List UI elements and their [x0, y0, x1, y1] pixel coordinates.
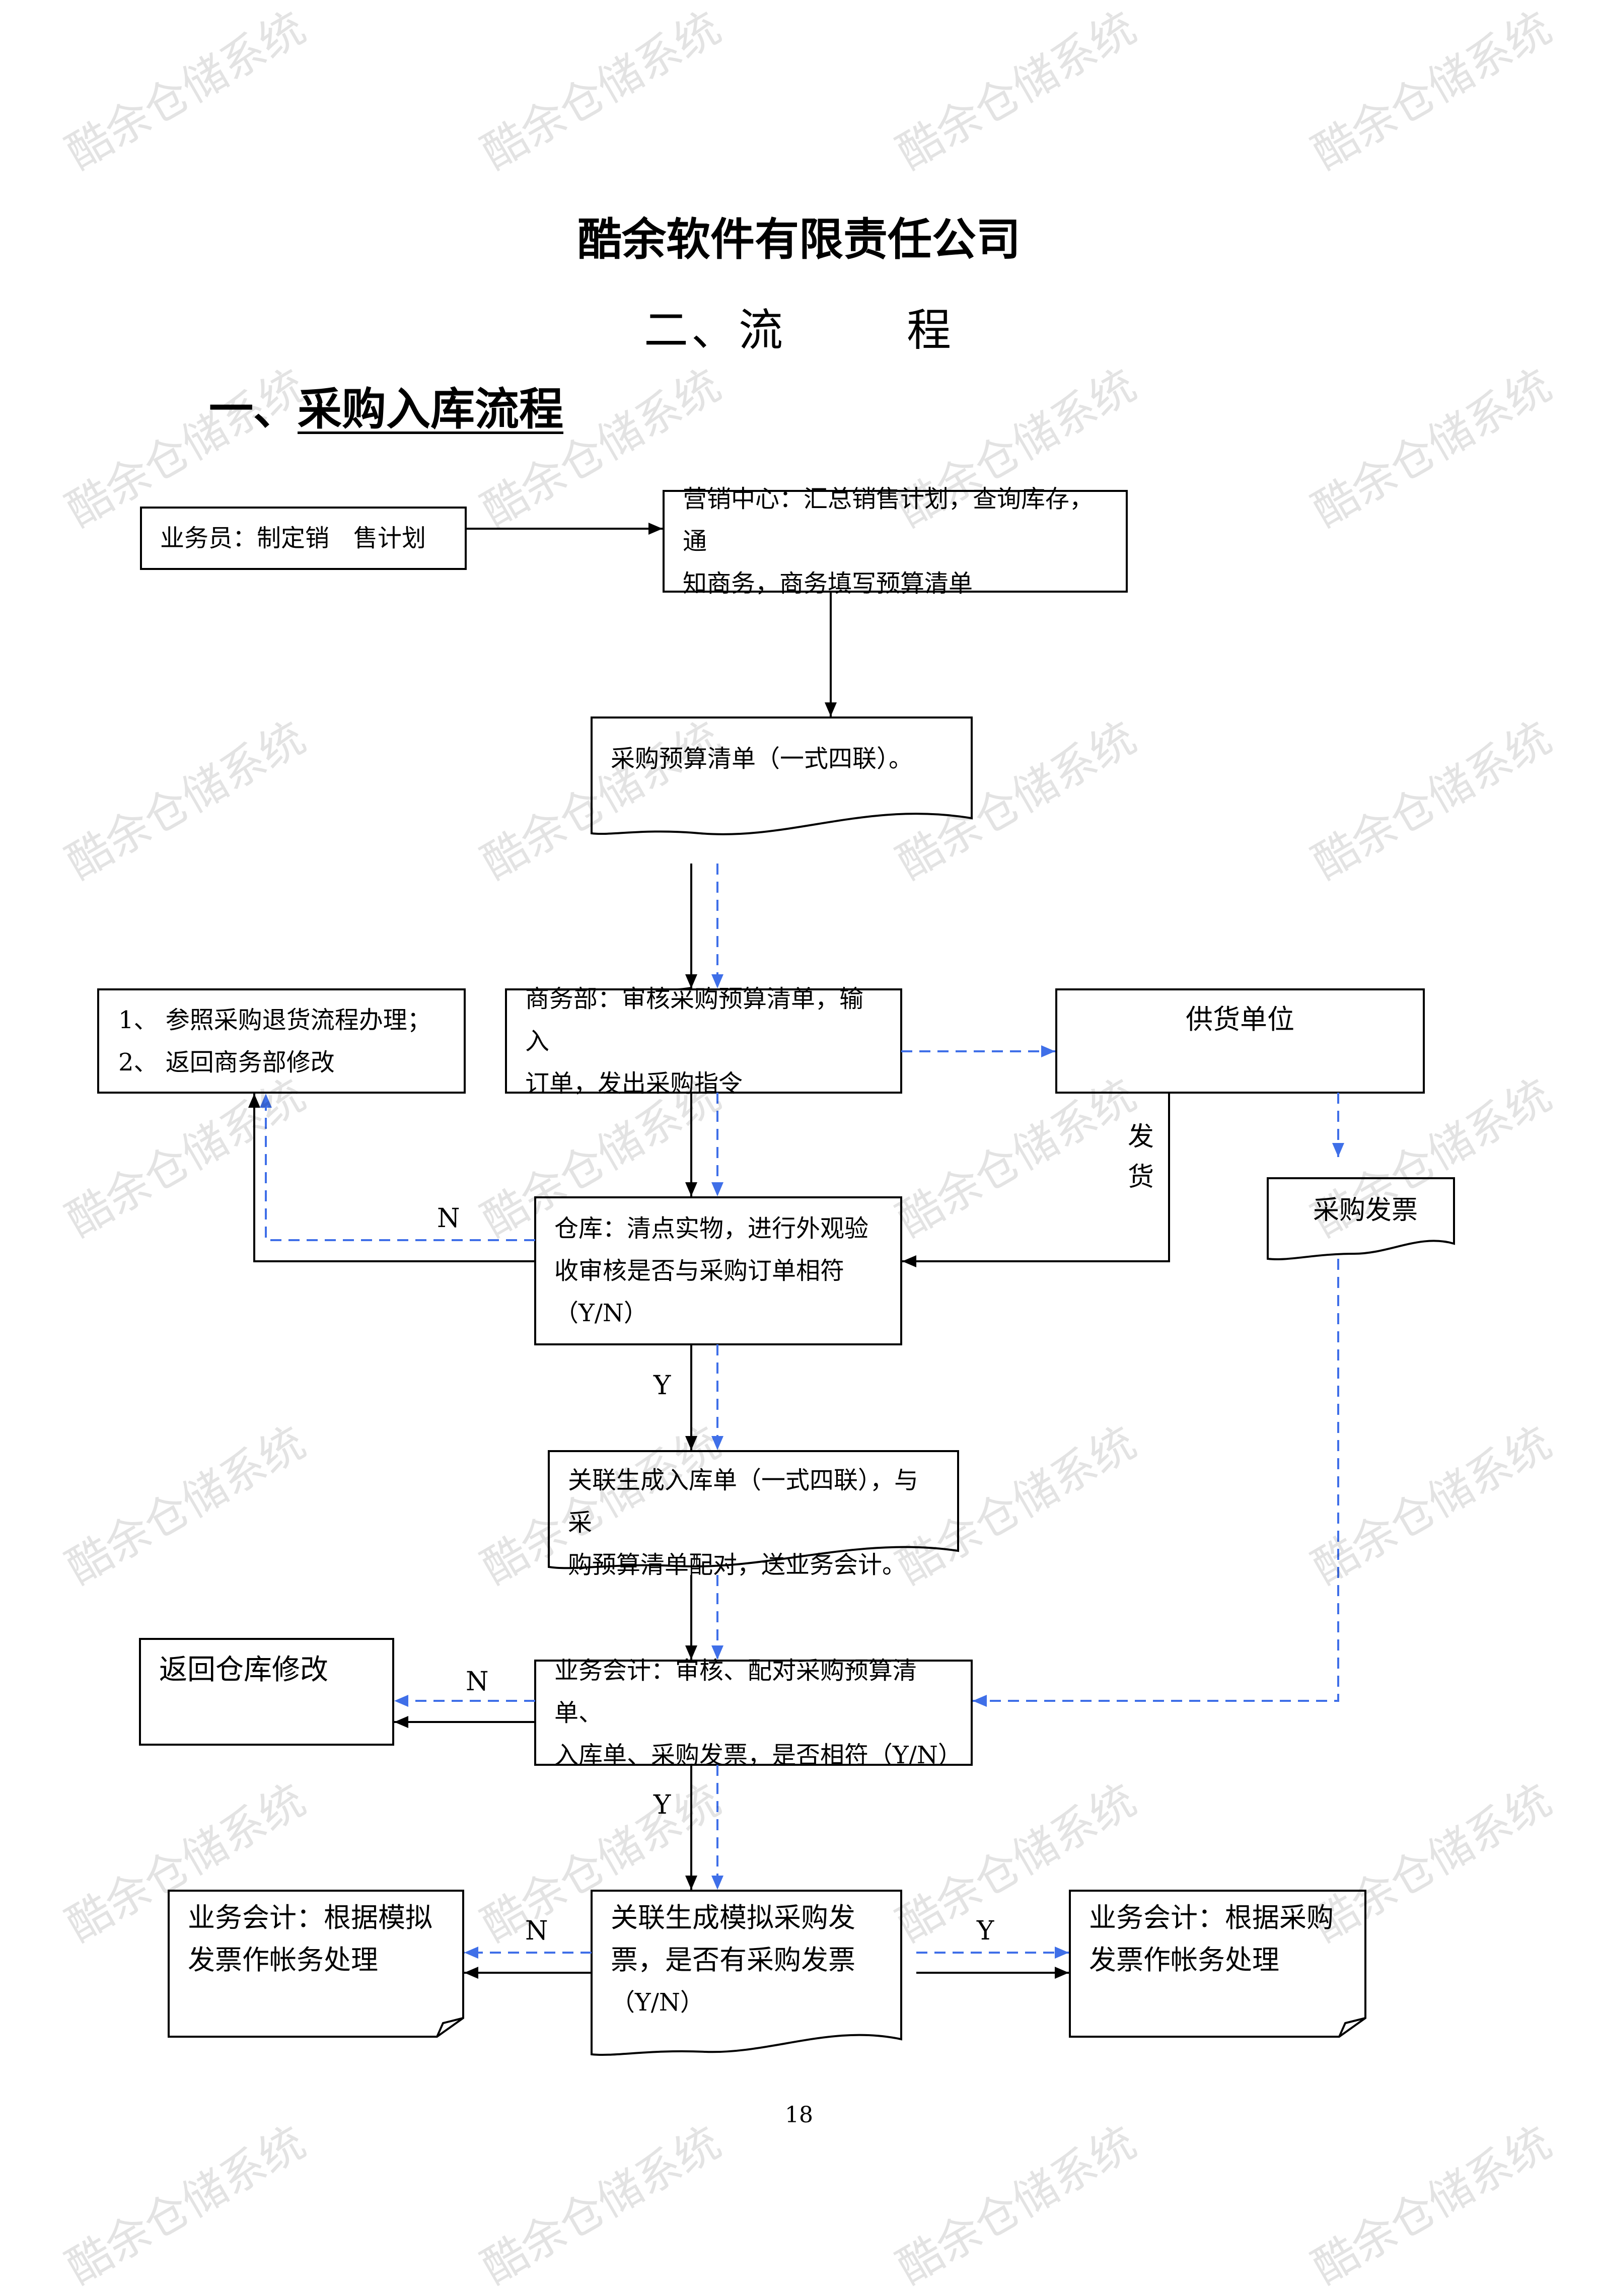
label-accountant-yes: Y [653, 1790, 671, 1820]
delivery-label-1: 发 [1128, 1122, 1154, 1152]
warehouse-text-line1: 仓库：清点实物，进行外观验 [554, 1214, 869, 1243]
subtitle-left: 二、流 [643, 304, 786, 356]
return-option-1: 1、 参照采购退货流程办理； [118, 1006, 431, 1034]
marketing-box-shape [663, 490, 1128, 593]
simulate-doc-shape [591, 1890, 902, 2056]
commerce-text-line2: 订单，发出采购指令 [525, 1069, 743, 1098]
salesman-box: 业务员：制定销 售计划 [141, 508, 466, 569]
marketing-text-line2: 知商务，商务填写预算清单 [683, 569, 973, 598]
return-options-box: 1、 参照采购退货流程办理； 2、 返回商务部修改 [98, 989, 465, 1093]
accountant-box-shape [534, 1660, 973, 1766]
purchase-invoice-text: 采购发票 [1313, 1195, 1418, 1226]
subtitle-right: 程 [907, 304, 955, 356]
arrow-supplier-delivery-to-warehouse [902, 1093, 1170, 1267]
invoice-doc-shape [1267, 1177, 1455, 1261]
simulate-text-line1: 关联生成模拟采购发 [611, 1902, 855, 1933]
return-warehouse-box: 返回仓库修改 [140, 1639, 393, 1745]
dashed-warehouse-no-to-return [260, 1094, 535, 1241]
page-number: 18 [785, 2102, 813, 2128]
acct-real-text-line1: 业务会计：根据采购 [1089, 1902, 1334, 1933]
supplier-box: 供货单位 [1056, 989, 1424, 1093]
acct-simulated-note: 业务会计：根据模拟 发票作帐务处理 [169, 1891, 463, 2037]
warehouse-text-line2: 收审核是否与采购订单相符 [554, 1257, 845, 1285]
marketing-center-box: 营销中心：汇总销售计划，查询库存，通 知商务，商务填写预算清单 [664, 485, 1127, 598]
acct-real-text-line2: 发票作帐务处理 [1089, 1944, 1279, 1976]
company-title: 酷余软件有限责任公司 [577, 213, 1021, 265]
salesman-box-shape [140, 507, 467, 570]
inbound-text-line2: 购预算清单配对，送业务会计。 [568, 1551, 907, 1579]
accountant-text-line1: 业务会计：审核、配对采购预算清单、 [554, 1656, 917, 1727]
acct-sim-text-line2: 发票作帐务处理 [188, 1944, 378, 1976]
label-warehouse-yes: Y [653, 1371, 671, 1401]
acct-sim-text-line1: 业务会计：根据模拟 [188, 1902, 432, 1933]
inbound-doc-shape [548, 1450, 959, 1569]
label-simulate-yes: Y [977, 1916, 994, 1946]
arrow-warehouse-no-to-return [248, 1094, 535, 1262]
return-box-shape [97, 988, 466, 1094]
delivery-label-2: 货 [1128, 1162, 1154, 1192]
subtitle: 二、流 程 [0, 295, 1598, 358]
commerce-box: 商务部：审核采购预算清单，输入 订单，发出采购指令 [506, 985, 901, 1098]
section-prefix: 一、 [209, 383, 298, 435]
accountant-text-line2: 入库单、采购发票，是否相符（Y/N） [554, 1741, 962, 1769]
salesman-text: 业务员：制定销 售计划 [160, 524, 426, 552]
warehouse-text-line3: （Y/N） [554, 1299, 648, 1327]
acct-sim-note-fold [436, 2017, 464, 2037]
simulate-text-line3: （Y/N） [611, 1988, 704, 2017]
warehouse-box: 仓库：清点实物，进行外观验 收审核是否与采购订单相符 （Y/N） [535, 1197, 901, 1344]
budget-list-doc: 采购预算清单（一式四联）。 [592, 718, 972, 818]
section-heading: 一、采购入库流程 [209, 374, 563, 438]
acct-sim-note-shape [168, 1890, 464, 2038]
supplier-box-shape [1055, 988, 1425, 1094]
section-title: 采购入库流程 [298, 383, 564, 435]
budget-list-text: 采购预算清单（一式四联）。 [611, 745, 913, 773]
simulate-text-line2: 票，是否有采购发票 [611, 1944, 855, 1976]
simulate-invoice-doc: 关联生成模拟采购发 票，是否有采购发票 （Y/N） [592, 1891, 901, 2037]
accountant-review-box: 业务会计：审核、配对采购预算清单、 入库单、采购发票，是否相符（Y/N） [535, 1657, 972, 1769]
label-warehouse-no: N [437, 1203, 460, 1234]
commerce-box-shape [505, 988, 902, 1094]
purchase-invoice-doc: 采购发票 [1268, 1178, 1454, 1254]
inbound-text-line1: 关联生成入库单（一式四联），与采 [568, 1466, 919, 1537]
dashed-invoice-to-accountant [973, 1259, 1339, 1707]
return-option-2: 2、 返回商务部修改 [118, 1048, 335, 1077]
return-warehouse-text: 返回仓库修改 [159, 1654, 328, 1686]
supplier-text: 供货单位 [1186, 1003, 1294, 1035]
acct-real-note-fold [1338, 2017, 1366, 2037]
label-accountant-no: N [466, 1667, 489, 1697]
commerce-text-line1: 商务部：审核采购预算清单，输入 [525, 984, 864, 1055]
acct-real-note-shape [1069, 1890, 1366, 2038]
inbound-doc: 关联生成入库单（一式四联），与采 购预算清单配对，送业务会计。 [549, 1451, 958, 1579]
acct-real-note: 业务会计：根据采购 发票作帐务处理 [1070, 1891, 1365, 2037]
marketing-text-line1: 营销中心：汇总销售计划，查询库存，通 [683, 485, 1094, 555]
label-simulate-no: N [525, 1916, 548, 1946]
return-warehouse-box-shape [139, 1638, 394, 1746]
budget-list-doc-shape [591, 716, 973, 835]
